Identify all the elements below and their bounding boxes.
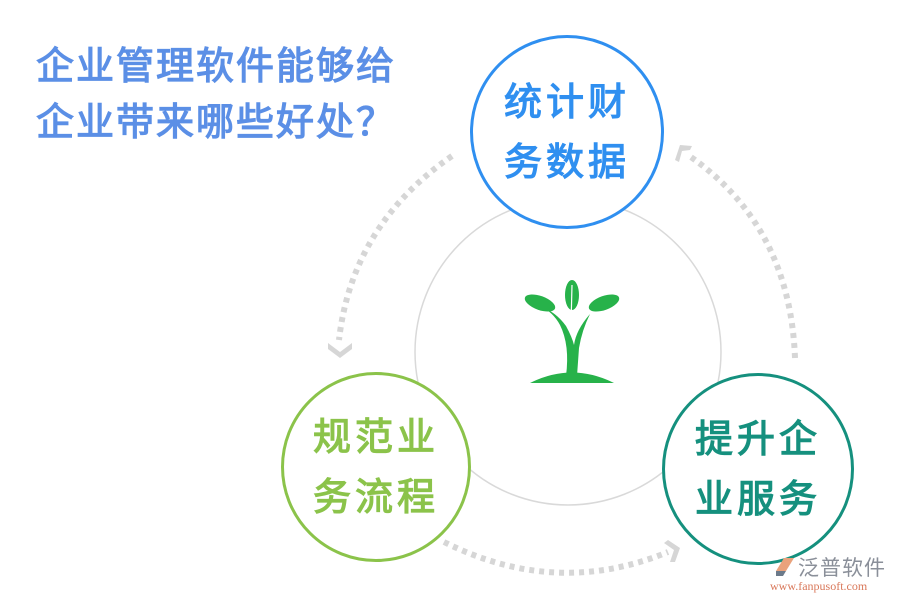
arrowhead-down-icon xyxy=(328,343,352,358)
page-title: 企业管理软件能够给 企业带来哪些好处？ xyxy=(36,38,396,150)
node-label-line-1: 提升企 xyxy=(694,417,821,461)
node-financial-data: 统计财 务数据 xyxy=(470,35,664,229)
node-business-process: 规范业 务流程 xyxy=(281,372,471,562)
watermark-logo: 泛普软件 www.fanpusoft.com xyxy=(770,552,895,597)
node-label-line-1: 统计财 xyxy=(503,80,630,124)
title-line-2: 企业带来哪些好处？ xyxy=(36,100,397,144)
node-label-line-2: 务流程 xyxy=(312,475,439,519)
watermark-url: www.fanpusoft.com xyxy=(770,579,868,593)
node-label-line-1: 规范业 xyxy=(312,415,439,459)
arrowhead-right-icon xyxy=(664,540,680,562)
title-line-1: 企业管理软件能够给 xyxy=(36,44,397,88)
node-enterprise-service: 提升企 业服务 xyxy=(662,373,854,565)
node-label-line-2: 务数据 xyxy=(503,140,630,184)
dotted-arrow-left-to-right xyxy=(442,539,670,576)
node-label-line-2: 业服务 xyxy=(694,477,821,521)
dotted-arrow-right-to-top xyxy=(686,152,798,359)
arrowhead-up-icon xyxy=(675,145,692,162)
sprout-icon xyxy=(524,280,620,383)
fanpu-logo-icon xyxy=(776,558,794,576)
dotted-arrow-top-to-left xyxy=(336,153,454,341)
watermark-name: 泛普软件 xyxy=(798,556,886,580)
